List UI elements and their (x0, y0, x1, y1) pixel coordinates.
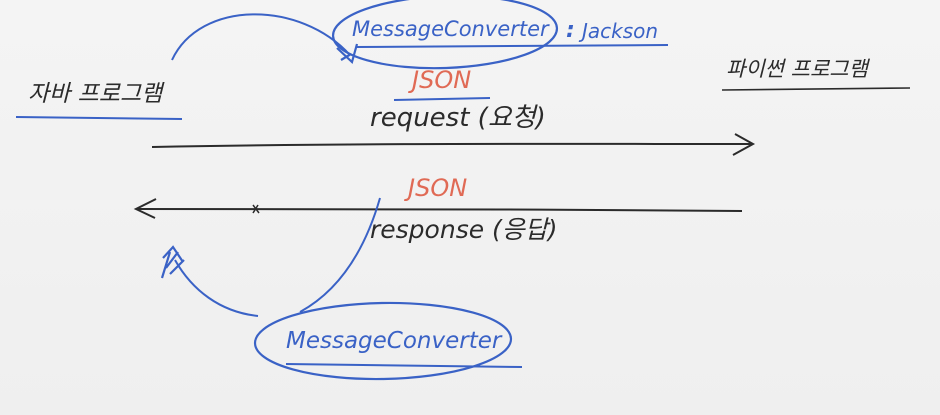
top-converter-library: Jackson (578, 19, 658, 43)
request-label: request (요청) (370, 103, 546, 133)
right-program-underline (721, 87, 911, 91)
top-arc-arrowhead (336, 43, 359, 65)
response-to-converter-line (299, 197, 381, 313)
left-program-label: 자바 프로그램 (28, 81, 165, 107)
top-converter-separator: : (566, 18, 575, 43)
request-arrowhead (732, 133, 756, 156)
top-converter-circle (331, 0, 559, 70)
request-json-underline (393, 97, 491, 101)
bottom-converter-underline (285, 363, 523, 368)
response-tick-mark (252, 204, 260, 214)
bottom-converter-circle (253, 301, 513, 381)
bottom-arc-arrow (174, 259, 259, 317)
bottom-converter-name: MessageConverter (286, 328, 503, 354)
request-arrow-line (151, 142, 753, 148)
right-program-label: 파이썬 프로그램 (726, 57, 871, 81)
top-arc-arrow (171, 13, 351, 61)
bottom-arc-arrowhead (160, 245, 185, 279)
response-format: JSON (404, 174, 467, 202)
top-converter-name: MessageConverter (352, 17, 550, 41)
left-program-underline (15, 116, 183, 120)
response-arrowhead (133, 198, 157, 219)
top-converter-underline (355, 44, 669, 48)
response-arrow-line (135, 208, 743, 212)
request-format: JSON (408, 66, 471, 94)
response-label: response (응답) (370, 215, 558, 244)
